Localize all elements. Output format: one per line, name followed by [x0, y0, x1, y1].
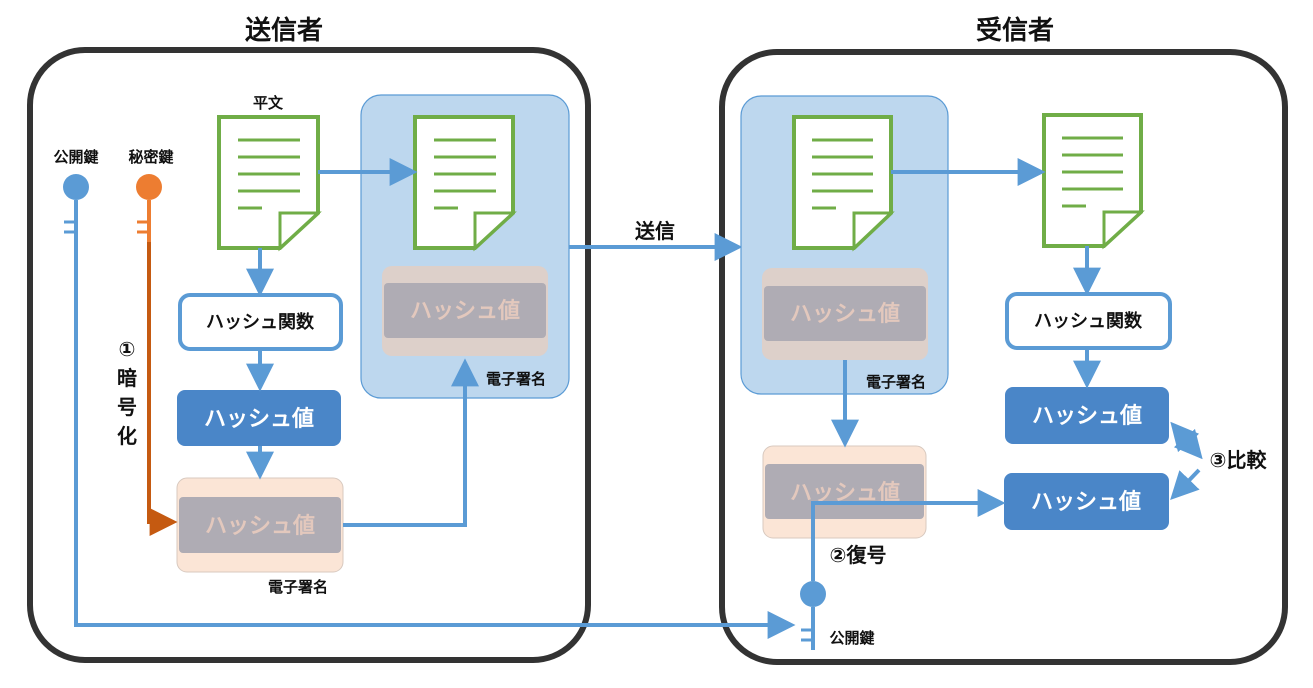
- sender-container: [27, 47, 591, 663]
- svg-text:号: 号: [117, 395, 137, 419]
- sender-hash-value-label: ハッシュ値: [204, 407, 314, 432]
- receiver-bundle-signature-label: 電子署名: [866, 373, 926, 391]
- bundle-document-icon: [413, 115, 517, 252]
- receiver-signed-bundle: ハッシュ値: [740, 95, 949, 395]
- receiver-container: [719, 49, 1288, 665]
- sender-signed-bundle: ハッシュ値: [360, 94, 570, 399]
- receiver-public-key-icon: [800, 581, 826, 650]
- sender-hash-function-box: ハッシュ関数: [178, 293, 343, 351]
- receiver-public-key-label: 公開鍵: [829, 629, 874, 647]
- receiver-hash-function-box: ハッシュ関数: [1005, 292, 1172, 350]
- sender-hash-value-box: ハッシュ値: [177, 390, 341, 446]
- sender-bundle-signature-label: 電子署名: [486, 370, 546, 388]
- sender-bundle-hash-label: ハッシュ値: [410, 299, 520, 324]
- sender-flow-arrows: [246, 158, 479, 527]
- encrypt-step-label: ① 暗 号 化: [117, 337, 137, 448]
- receiver-hash-function-label: ハッシュ関数: [1034, 310, 1143, 332]
- receiver-title: 受信者: [976, 15, 1054, 46]
- received-document-icon: [792, 115, 895, 252]
- sender-title: 送信者: [245, 16, 323, 46]
- svg-text:①: ①: [119, 337, 136, 361]
- receiver-document-icon: [1042, 113, 1145, 250]
- receiver-hash-value-label: ハッシュ値: [1032, 404, 1142, 429]
- receiver-bundle-hash-label: ハッシュ値: [790, 302, 900, 327]
- sender-encrypted-hash-label: ハッシュ値: [205, 514, 315, 539]
- receiver-hash-value-box: ハッシュ値: [1005, 387, 1169, 444]
- sender-private-key-icon: [136, 174, 162, 242]
- sender-public-key-label: 公開鍵: [53, 148, 98, 166]
- plaintext-document-icon: [217, 115, 322, 252]
- transmit-label: 送信: [635, 219, 675, 243]
- decrypt-step-label: ②復号: [830, 543, 887, 567]
- sender-signature-label: 電子署名: [268, 578, 328, 596]
- svg-text:化: 化: [117, 424, 137, 448]
- sender-public-key-icon: [63, 174, 89, 242]
- receiver-flow-arrows: [811, 158, 1203, 581]
- receiver-decrypted-hash-label: ハッシュ値: [1031, 490, 1141, 515]
- sender-hash-function-label: ハッシュ関数: [206, 311, 315, 333]
- receiver-signature-box: ハッシュ値: [762, 445, 927, 539]
- sender-private-key-label: 秘密鍵: [128, 148, 173, 166]
- compare-step-label: ③比較: [1210, 448, 1268, 472]
- encrypt-arrow: [147, 242, 178, 536]
- plaintext-label: 平文: [253, 94, 284, 112]
- receiver-decrypted-hash-box: ハッシュ値: [1004, 473, 1169, 530]
- svg-text:暗: 暗: [117, 366, 137, 390]
- sender-signature-box: ハッシュ値: [176, 477, 344, 573]
- public-key-transfer-arrow: [74, 242, 796, 639]
